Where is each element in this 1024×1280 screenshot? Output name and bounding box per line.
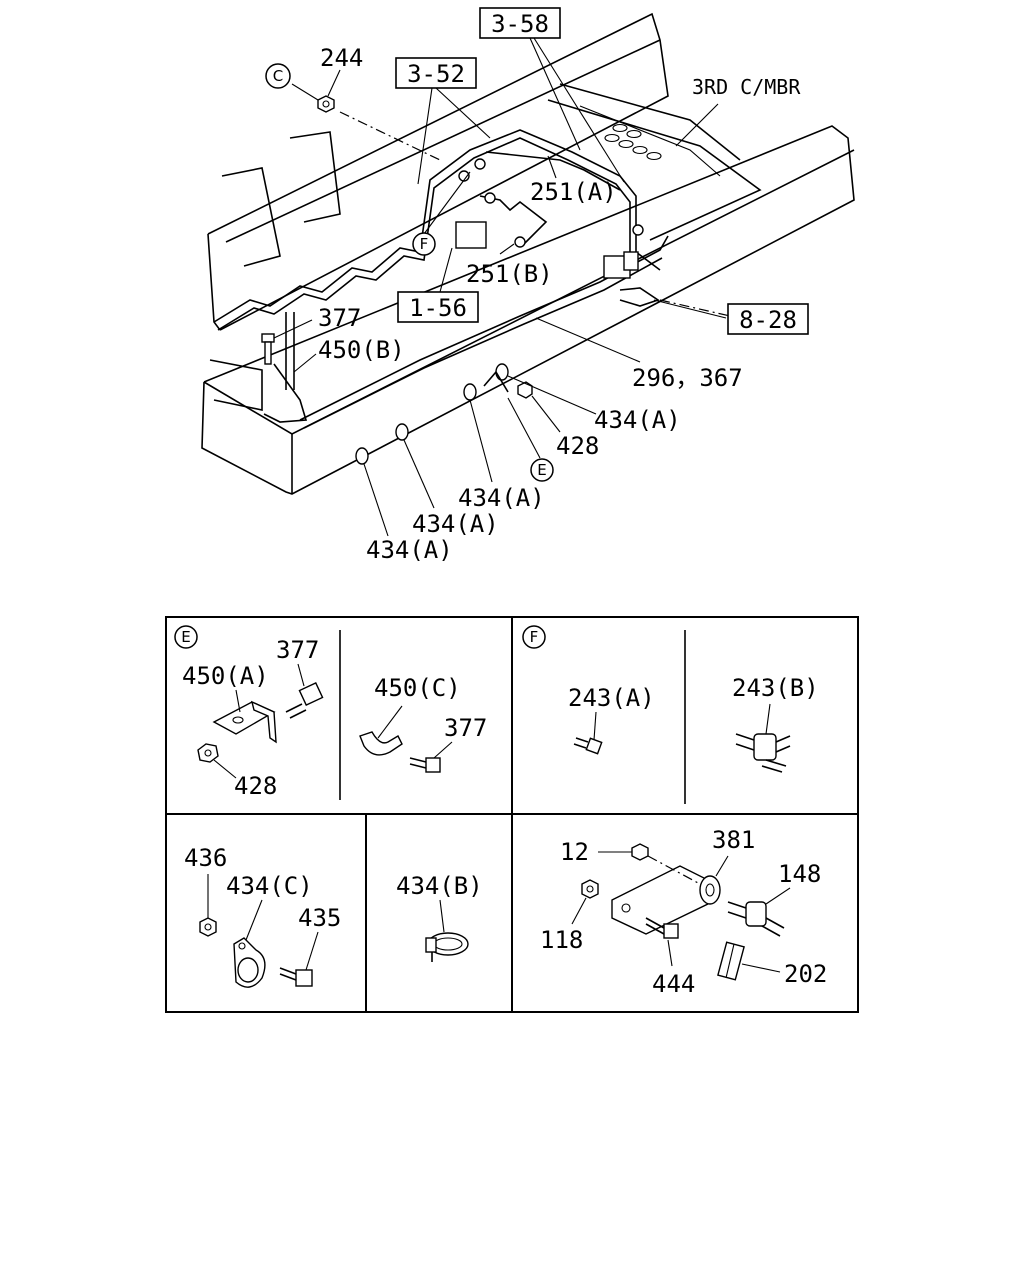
label-435: 435 (298, 904, 341, 932)
label-450a: 450(A) (182, 662, 269, 690)
label-434a-4: 434(A) (366, 536, 453, 564)
label-118: 118 (540, 926, 583, 954)
detail-f-ref-circle (522, 625, 546, 649)
ref-circle-c (265, 63, 291, 89)
bolt-377-icon (285, 682, 324, 719)
label-202: 202 (784, 960, 827, 988)
clip-434a-icon (463, 383, 477, 401)
label-244: 244 (320, 44, 363, 72)
label-434b: 434(B) (396, 872, 483, 900)
clip-434a-icon (495, 363, 509, 381)
label-148: 148 (778, 860, 821, 888)
bolt-435-icon (279, 967, 313, 987)
nut-436-icon (199, 917, 217, 937)
label-296-367: 296，367 (632, 364, 743, 392)
sleeve-202-icon (717, 941, 745, 981)
box-352-text: 3-52 (407, 60, 465, 88)
clip-434a-icon (395, 423, 409, 441)
ref-e-letter: E (537, 461, 546, 479)
clamp-434b-icon (425, 932, 469, 962)
ref-c-letter: C (273, 67, 283, 85)
frame-components (261, 95, 660, 465)
detail-e-ref-letter: E (181, 628, 190, 646)
ref-box-358 (479, 7, 561, 39)
nut-118-icon (581, 879, 599, 899)
label-377-e1: 377 (276, 636, 319, 664)
label-377: 377 (318, 304, 361, 332)
ref-box-828 (727, 303, 809, 335)
fitting-243a-icon (573, 737, 603, 755)
ref-box-156 (397, 291, 479, 323)
ref-circle-f (412, 232, 436, 256)
label-434a-3: 434(A) (412, 510, 499, 538)
clamp-450c-icon (359, 731, 403, 756)
label-243b: 243(B) (732, 674, 819, 702)
ref-f-letter: F (420, 235, 429, 253)
bolt-377-icon (409, 757, 441, 773)
nut-244-icon (317, 95, 335, 113)
label-450b: 450(B) (318, 336, 405, 364)
nut-12-icon (631, 843, 649, 861)
label-434c: 434(C) (226, 872, 313, 900)
detail-434b: 434(B) (396, 872, 483, 962)
tee-fitting-243b-icon (735, 733, 791, 773)
detail-e-ref-circle (174, 625, 198, 649)
clamp-434c-icon (233, 937, 266, 988)
label-428: 428 (556, 432, 599, 460)
ref-circle-e (530, 458, 554, 482)
label-444: 444 (652, 970, 695, 998)
label-436: 436 (184, 844, 227, 872)
leader-lines (273, 37, 727, 537)
box-828-text: 8-28 (739, 306, 797, 334)
label-251a: 251(A) (530, 178, 617, 206)
detail-f-ref-letter: F (530, 628, 539, 646)
detail-table (165, 616, 859, 1013)
box-358-text: 3-58 (491, 10, 549, 38)
bracket-381-icon (611, 865, 721, 935)
label-3rd-cmbr: 3RD C/MBR (692, 75, 801, 99)
bolt-444-icon (645, 917, 679, 939)
nut-428-icon (197, 743, 219, 763)
label-434a-2: 434(A) (458, 484, 545, 512)
detail-f: F 243(A) 243(B) (522, 625, 819, 773)
detail-381: 12 381 148 118 444 202 (540, 826, 827, 998)
tee-fitting-148-icon (727, 901, 785, 937)
bracket-450a-icon (212, 700, 277, 744)
detail-e: E 450(A) 377 428 450(C) 377 (174, 625, 487, 800)
detail-434c: 436 434(C) 435 (184, 844, 341, 988)
main-labels: C 244 3-58 3-52 3RD C/MBR 251(A) F 251(B… (265, 7, 809, 564)
label-251b: 251(B) (466, 260, 553, 288)
label-377-e2: 377 (444, 714, 487, 742)
clip-434a-icon (355, 447, 369, 465)
valve-block (455, 221, 487, 249)
nut-428-icon (517, 381, 533, 399)
label-381: 381 (712, 826, 755, 854)
box-156-text: 1-56 (409, 294, 467, 322)
chassis-frame (201, 12, 855, 495)
label-243a: 243(A) (568, 684, 655, 712)
bolt-377-icon (261, 333, 275, 365)
label-12: 12 (560, 838, 589, 866)
label-428-e: 428 (234, 772, 277, 800)
ref-box-352 (395, 57, 477, 89)
label-450c: 450(C) (374, 674, 461, 702)
label-434a-1: 434(A) (594, 406, 681, 434)
